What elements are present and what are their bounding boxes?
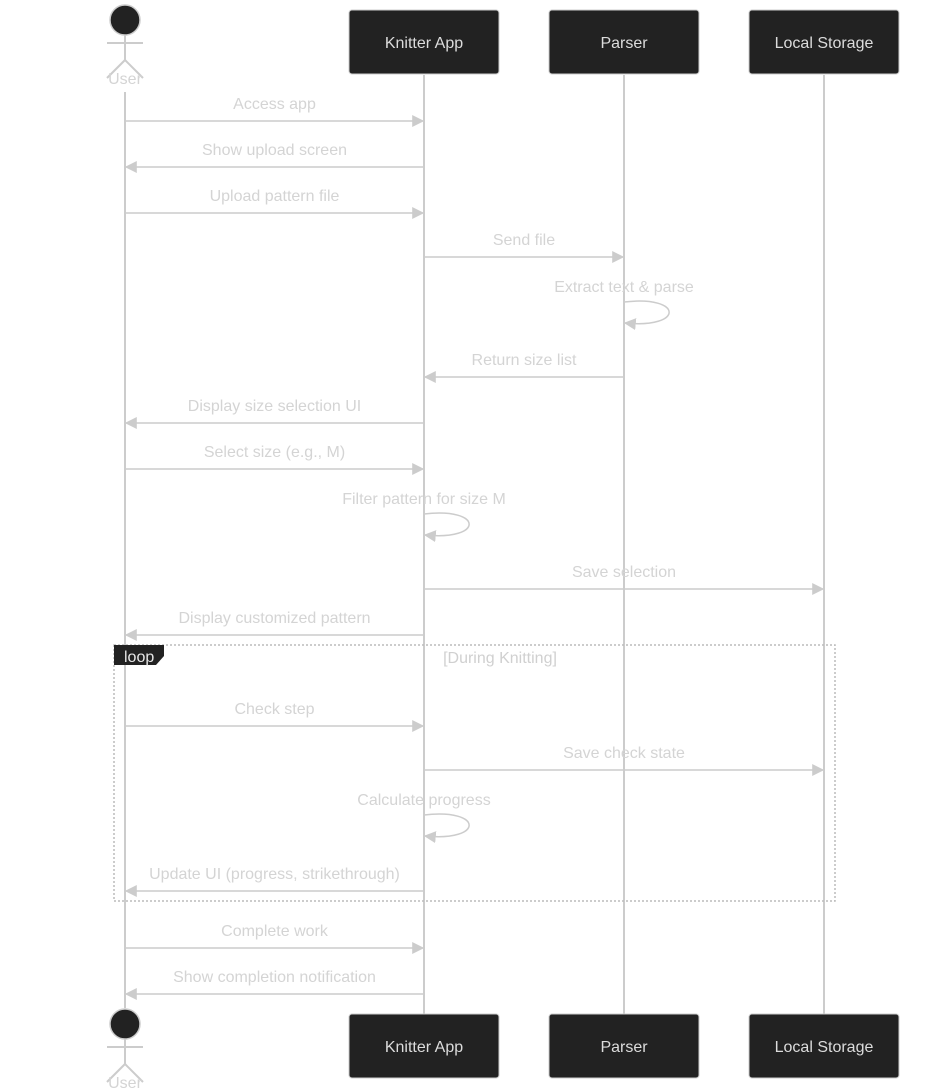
participant-box (548, 9, 700, 75)
actor-head-icon (109, 4, 141, 36)
participant-box (348, 1013, 500, 1079)
message-label: Return size list (472, 352, 577, 369)
actor-left-leg (106, 1063, 126, 1083)
loop-frame: loop [During Knitting] (113, 644, 836, 902)
participant-box (348, 9, 500, 75)
participant-label: Local Storage (775, 35, 874, 52)
participant-box (548, 1013, 700, 1079)
message: Filter pattern for size M (342, 491, 506, 543)
message: Select size (e.g., M) (125, 444, 425, 475)
participant-storage: Local Storage (748, 1013, 900, 1079)
message: Upload pattern file (125, 188, 425, 219)
participant-label: Parser (600, 35, 648, 52)
message: Return size list (423, 352, 624, 383)
self-message-arrow (423, 813, 470, 844)
message: Complete work (125, 923, 425, 954)
message: Show completion notification (124, 969, 424, 1000)
message: Save check state (424, 745, 825, 776)
actor-user: User (106, 1008, 144, 1090)
message-label: Update UI (progress, strikethrough) (149, 866, 400, 883)
participant-app: Knitter App (348, 9, 500, 75)
participant-box (748, 9, 900, 75)
actor-label: User (108, 71, 142, 88)
actor-right-leg (124, 59, 144, 79)
message-label: Filter pattern for size M (342, 491, 506, 508)
participant-label: Local Storage (775, 1039, 874, 1056)
message: Calculate progress (357, 792, 491, 844)
message-label: Calculate progress (357, 792, 490, 809)
loop-condition: [During Knitting] (443, 650, 557, 667)
message: Update UI (progress, strikethrough) (124, 866, 424, 897)
loop-label: loop (124, 649, 154, 666)
participant-storage: Local Storage (748, 9, 900, 75)
message: Save selection (424, 564, 825, 595)
message-label: Display size selection UI (188, 398, 361, 415)
message: Check step (125, 701, 425, 732)
message-label: Send file (493, 232, 555, 249)
participant-label: Parser (600, 1039, 648, 1056)
participant-box (748, 1013, 900, 1079)
message-label: Show upload screen (202, 142, 347, 159)
message: Extract text & parse (554, 279, 694, 331)
message: Display customized pattern (124, 610, 424, 641)
message-label: Extract text & parse (554, 279, 694, 296)
participant-app: Knitter App (348, 1013, 500, 1079)
message: Display size selection UI (124, 398, 424, 429)
message-label: Access app (233, 96, 316, 113)
message-label: Select size (e.g., M) (204, 444, 345, 461)
actor-head-icon (109, 1008, 141, 1040)
message-label: Upload pattern file (210, 188, 340, 205)
message: Show upload screen (124, 142, 424, 173)
loop-tab (114, 645, 164, 665)
participant-label: Knitter App (385, 1039, 463, 1056)
loop-box (113, 644, 836, 902)
participant-label: Knitter App (385, 35, 463, 52)
self-message-arrow (623, 300, 670, 331)
message-label: Check step (234, 701, 314, 718)
participant-parser: Parser (548, 1013, 700, 1079)
message: Send file (424, 232, 625, 263)
participant-parser: Parser (548, 9, 700, 75)
message-label: Complete work (221, 923, 329, 940)
message-label: Save selection (572, 564, 676, 581)
message-label: Display customized pattern (178, 610, 370, 627)
actor-user: User (106, 4, 144, 88)
message-label: Save check state (563, 745, 685, 762)
message-label: Show completion notification (173, 969, 376, 986)
message: Access app (125, 96, 425, 127)
actor-label: User (108, 1075, 142, 1090)
self-message-arrow (423, 512, 470, 543)
actor-right-leg (124, 1063, 144, 1083)
actor-left-leg (106, 59, 126, 79)
